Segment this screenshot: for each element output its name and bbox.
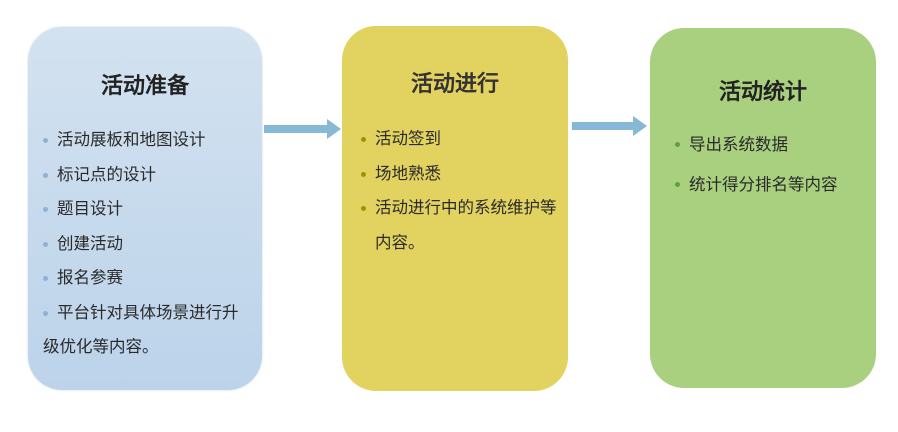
list-item: 导出系统数据 bbox=[675, 125, 875, 165]
stage-item-list: 导出系统数据 统计得分排名等内容 bbox=[675, 125, 875, 205]
bullet-icon bbox=[43, 276, 48, 281]
bullet-icon bbox=[43, 172, 48, 178]
stage-title: 活动统计 bbox=[718, 80, 807, 105]
list-item: 平台针对具体场景进行升级优化等内容。 bbox=[43, 296, 253, 365]
stage-item-list: 活动签到 场地熟悉 活动进行中的系统维护等内容。 bbox=[361, 122, 561, 260]
stage-item-list: 活动展板和地图设计 标记点的设计 题目设计 创建活动 报名参赛 平台针对具体场景… bbox=[43, 123, 253, 365]
arrow-right-icon bbox=[572, 116, 647, 136]
bullet-icon bbox=[361, 206, 366, 211]
item-text: 活动签到 bbox=[375, 129, 441, 148]
stage-statistics: 活动统计 导出系统数据 统计得分排名等内容 bbox=[650, 28, 876, 388]
list-item: 题目设计 bbox=[43, 192, 253, 227]
arrow-right-icon bbox=[264, 119, 341, 139]
list-item: 活动展板和地图设计 bbox=[43, 123, 253, 158]
item-text: 活动展板和地图设计 bbox=[57, 130, 206, 149]
list-item: 活动进行中的系统维护等内容。 bbox=[361, 191, 561, 260]
item-text: 场地熟悉 bbox=[375, 163, 441, 183]
item-text: 创建活动 bbox=[57, 233, 123, 253]
item-text: 平台针对具体场景进行升级优化等内容。 bbox=[43, 302, 239, 357]
item-text: 报名参赛 bbox=[57, 268, 123, 287]
stage-title: 活动准备 bbox=[100, 74, 189, 99]
bullet-icon bbox=[361, 171, 366, 177]
item-text: 统计得分排名等内容 bbox=[689, 175, 838, 194]
bullet-icon bbox=[43, 138, 48, 143]
bullet-icon bbox=[675, 142, 680, 147]
list-item: 统计得分排名等内容 bbox=[675, 165, 875, 205]
list-item: 场地熟悉 bbox=[361, 157, 561, 192]
stage-preparation: 活动准备 活动展板和地图设计 标记点的设计 题目设计 创建活动 报名参赛 平台针… bbox=[28, 27, 262, 390]
bullet-icon bbox=[43, 241, 48, 247]
stage-title: 活动进行 bbox=[410, 72, 499, 97]
bullet-icon bbox=[43, 310, 48, 316]
stage-in-progress: 活动进行 活动签到 场地熟悉 活动进行中的系统维护等内容。 bbox=[342, 26, 568, 391]
bullet-icon bbox=[361, 137, 366, 142]
list-item: 报名参赛 bbox=[43, 261, 253, 296]
list-item: 标记点的设计 bbox=[43, 158, 253, 193]
item-text: 标记点的设计 bbox=[57, 164, 156, 184]
item-text: 题目设计 bbox=[57, 199, 123, 218]
list-item: 创建活动 bbox=[43, 227, 253, 262]
item-text: 导出系统数据 bbox=[689, 135, 788, 154]
item-text: 活动进行中的系统维护等内容。 bbox=[375, 198, 557, 252]
list-item: 活动签到 bbox=[361, 122, 561, 157]
bullet-icon bbox=[675, 182, 680, 187]
bullet-icon bbox=[43, 207, 48, 212]
